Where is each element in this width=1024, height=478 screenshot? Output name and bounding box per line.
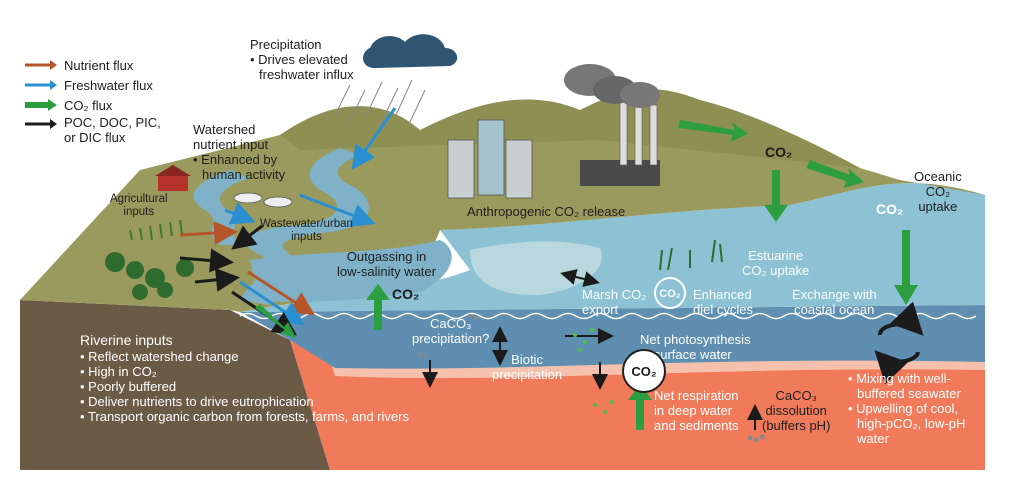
mixing-label: • Mixing with well- buffered seawater • … xyxy=(848,371,966,446)
forest xyxy=(105,252,194,300)
legend-item-nutrient: Nutrient flux xyxy=(24,55,161,75)
list-item: Poorly buffered xyxy=(80,379,409,395)
water-surface-wave xyxy=(239,312,977,320)
biotic-label: Biotic precipitation xyxy=(492,352,563,382)
legend-label: CO₂ flux xyxy=(64,97,113,113)
net-photosynthesis-label: Net photosynthesis in surface water xyxy=(640,332,751,362)
agricultural-label: Agricultural inputs xyxy=(110,193,168,219)
rain-cloud xyxy=(363,34,458,68)
precipitation-label: Precipitation • Drives elevated freshwat… xyxy=(250,37,354,82)
co2-ocean-label: CO₂ xyxy=(876,201,904,217)
legend-item-co2: CO₂ flux xyxy=(24,95,161,115)
power-plant xyxy=(564,64,660,186)
legend-label: POC, DOC, PIC,or DIC flux xyxy=(64,115,161,145)
wastewater-tanks xyxy=(233,192,293,208)
riverine-inputs-label: Riverine inputs Reflect watershed change… xyxy=(80,332,409,425)
caco3-dissolution-label: CaCO₃ dissolution (buffers pH) xyxy=(762,388,831,433)
legend-label: Freshwater flux xyxy=(64,77,153,93)
legend: Nutrient flux Freshwater flux CO₂ flux P… xyxy=(24,55,161,145)
list-item: Transport organic carbon from forests, f… xyxy=(80,409,409,425)
riverine-list: Reflect watershed change High in CO₂ Poo… xyxy=(80,349,409,425)
list-item: High in CO₂ xyxy=(80,364,409,380)
co2-atmosphere-label: CO₂ xyxy=(765,144,793,160)
freshwater-arrow-icon xyxy=(25,80,57,90)
outgassing-label: Outgassing in low-salinity water xyxy=(337,249,436,279)
barn xyxy=(155,165,191,191)
exchange-label: Exchange with coastal ocean xyxy=(792,287,877,317)
caco3-precip-label: CaCO₃ precipitation? xyxy=(412,316,490,346)
estuarine-label: Estuarine CO₂ uptake xyxy=(742,248,810,278)
hills xyxy=(280,89,860,168)
ocean-surface xyxy=(240,183,985,312)
seagrass xyxy=(659,239,723,271)
co2-outgassing-label: CO₂ xyxy=(392,286,420,302)
nutrient-arrow-icon xyxy=(25,60,57,70)
oceanic-uptake-label: Oceanic CO₂ uptake xyxy=(914,169,962,214)
diel-cycle-icon xyxy=(654,277,686,309)
co2-flux-arrows xyxy=(255,120,918,430)
wastewater-label: Wastewater/urban inputs xyxy=(260,218,353,244)
crop-field xyxy=(129,219,183,241)
marsh-label: Marsh CO₂ export xyxy=(582,287,647,317)
diel-co2-label: CO₂ xyxy=(659,288,681,300)
legend-item-freshwater: Freshwater flux xyxy=(24,75,161,95)
legend-label: Nutrient flux xyxy=(64,57,134,73)
net-respiration-label: Net respiration in deep water and sedime… xyxy=(654,388,739,433)
city-buildings xyxy=(447,119,533,199)
watershed-label: Watershed nutrient input • Enhanced by h… xyxy=(193,122,286,182)
legend-item-carbon: POC, DOC, PIC,or DIC flux xyxy=(24,115,161,145)
co2-arrow-icon xyxy=(25,99,57,111)
anthropogenic-label: Anthropogenic CO₂ release xyxy=(467,204,626,219)
list-item: Deliver nutrients to drive eutrophicatio… xyxy=(80,394,409,410)
co2-circle-label: CO₂ xyxy=(622,349,666,393)
list-item: Reflect watershed change xyxy=(80,349,409,365)
diel-label: Enhanced diel cycles xyxy=(693,287,753,317)
mixing-cycle-icon xyxy=(877,301,924,336)
carbon-arrow-icon xyxy=(25,119,57,129)
